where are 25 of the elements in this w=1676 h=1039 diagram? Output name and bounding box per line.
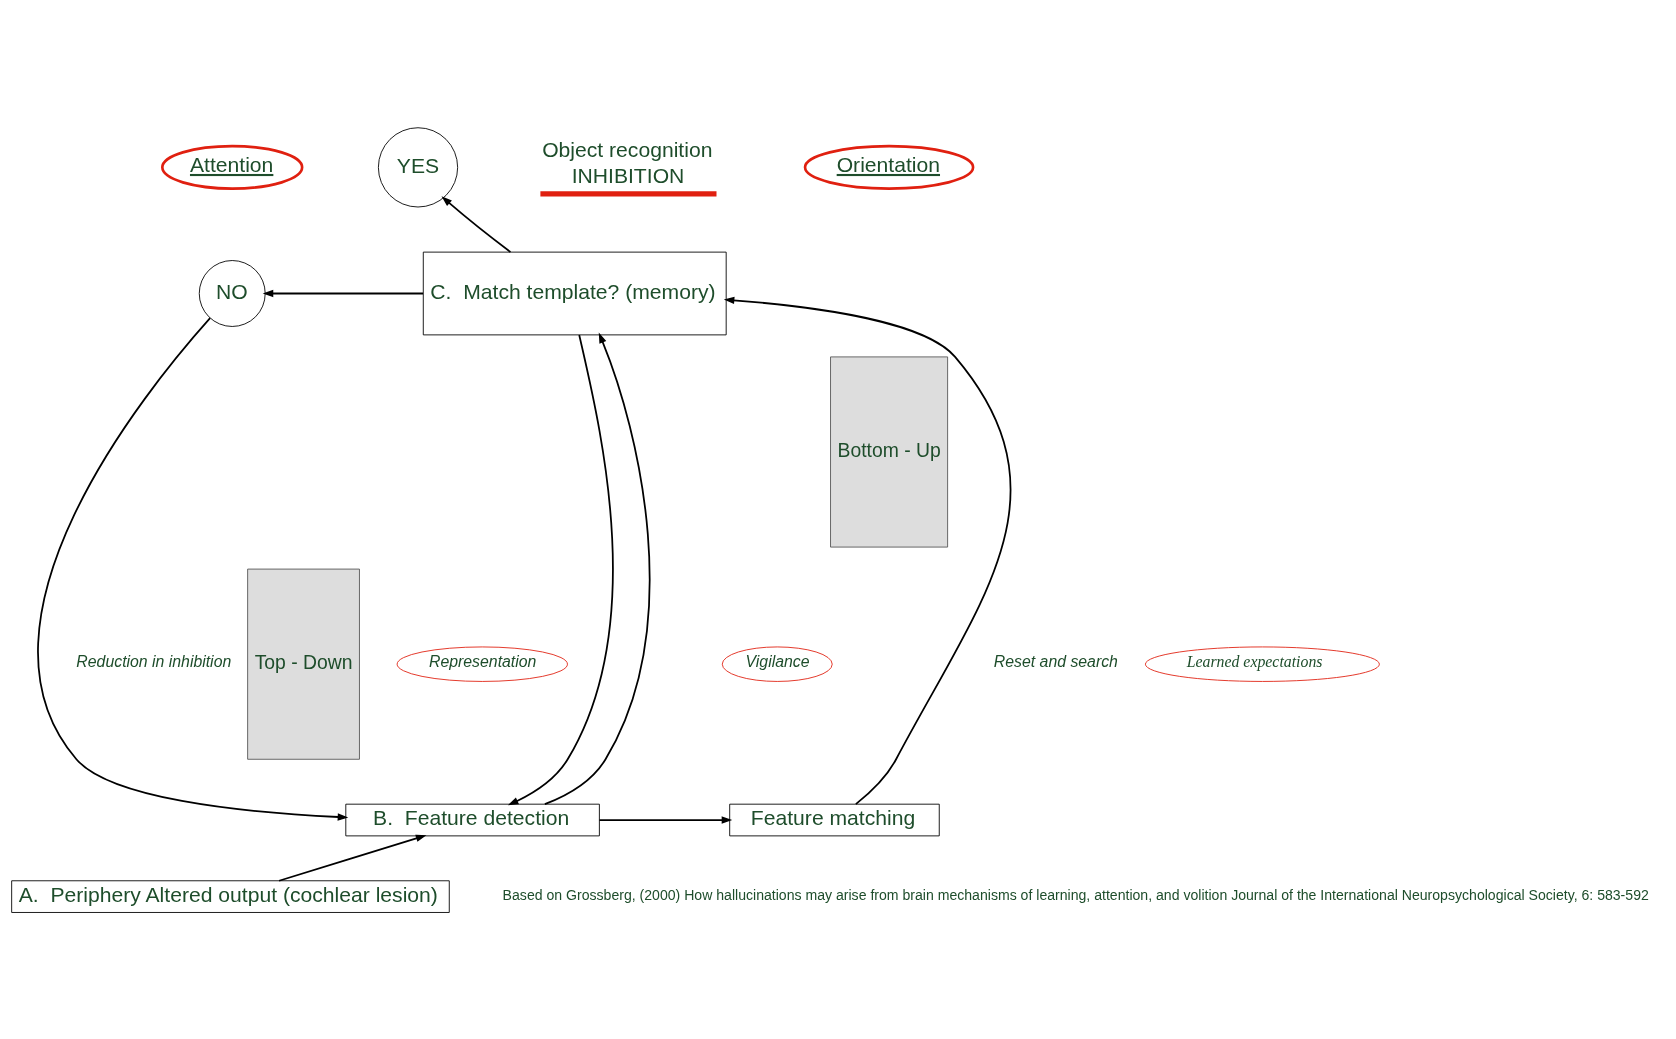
node-ellipse: Vigilance — [721, 646, 833, 682]
node-ellipse: Attention — [161, 144, 304, 190]
arrow — [441, 195, 512, 253]
node-box: A. Periphery Altered output (cochlear lesion) — [11, 879, 450, 913]
node-ellipse: Learned expectations — [1144, 646, 1380, 682]
edge-label: Reset and search — [993, 652, 1118, 670]
label: Based on Grossberg, (2000) How hallucinations may arise from brain mechanisms of learning, attention, and volition Journal of the International Neuropsychological Society, 6: 583-592 — [502, 886, 1649, 903]
node-ellipse: Representation — [396, 646, 568, 682]
arrow — [507, 333, 614, 805]
node-ellipse: Orientation — [803, 144, 975, 190]
node-label: INHIBITION — [571, 163, 685, 187]
node-label: Object recognition — [542, 137, 713, 161]
arrow — [278, 834, 427, 882]
arrow — [543, 332, 651, 805]
node-box: B. Feature detection — [345, 803, 600, 836]
arrow — [723, 296, 1012, 805]
edge-label: Reduction in inhibition — [76, 652, 232, 670]
node-circle: NO — [198, 259, 266, 327]
node-box: Top - Down — [247, 568, 360, 760]
arrow — [262, 289, 424, 297]
arrow — [37, 316, 349, 821]
arrow — [598, 815, 733, 824]
node-box: Feature matching — [729, 803, 940, 836]
node-box: Bottom - Up — [830, 355, 949, 548]
node-box: C. Match template? (memory) — [422, 251, 727, 335]
